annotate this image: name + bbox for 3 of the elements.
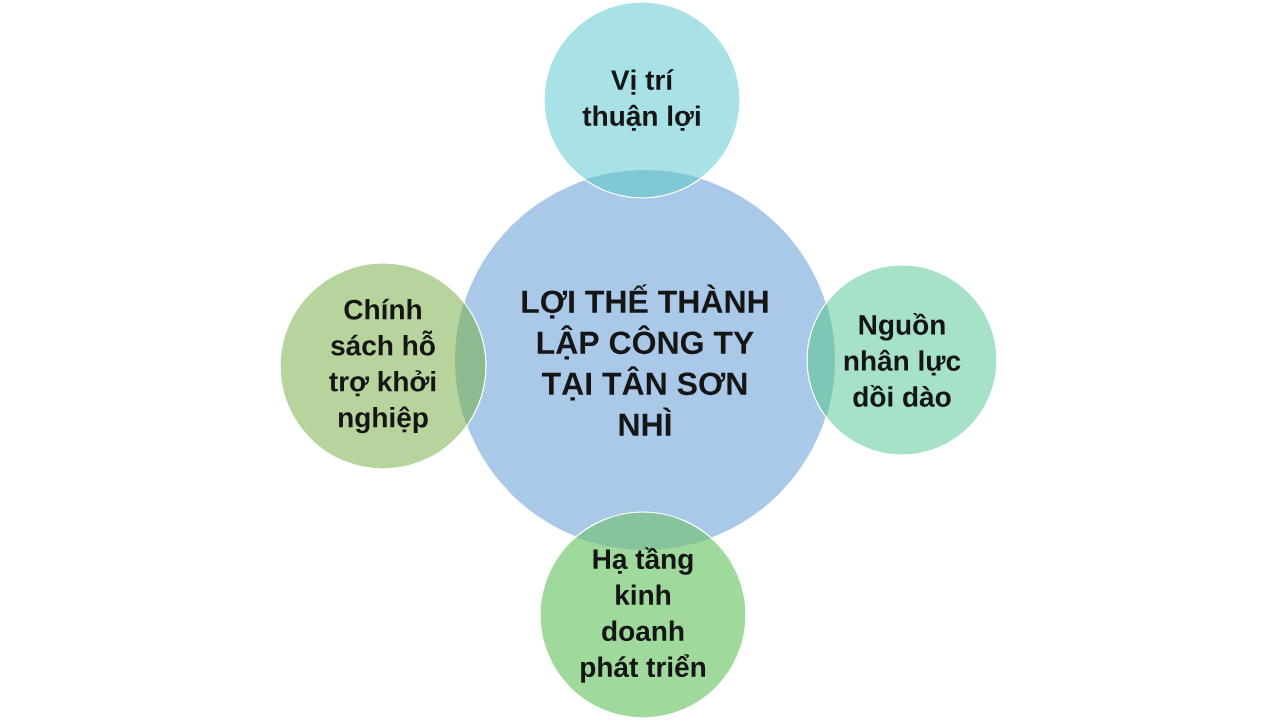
node-label: Nguồn nhân lực dồi dào <box>844 313 961 407</box>
node-label: Vị trí thuận lợi <box>582 69 700 131</box>
node-label: Chính sách hỗ trợ khởi nghiệp <box>329 298 436 434</box>
